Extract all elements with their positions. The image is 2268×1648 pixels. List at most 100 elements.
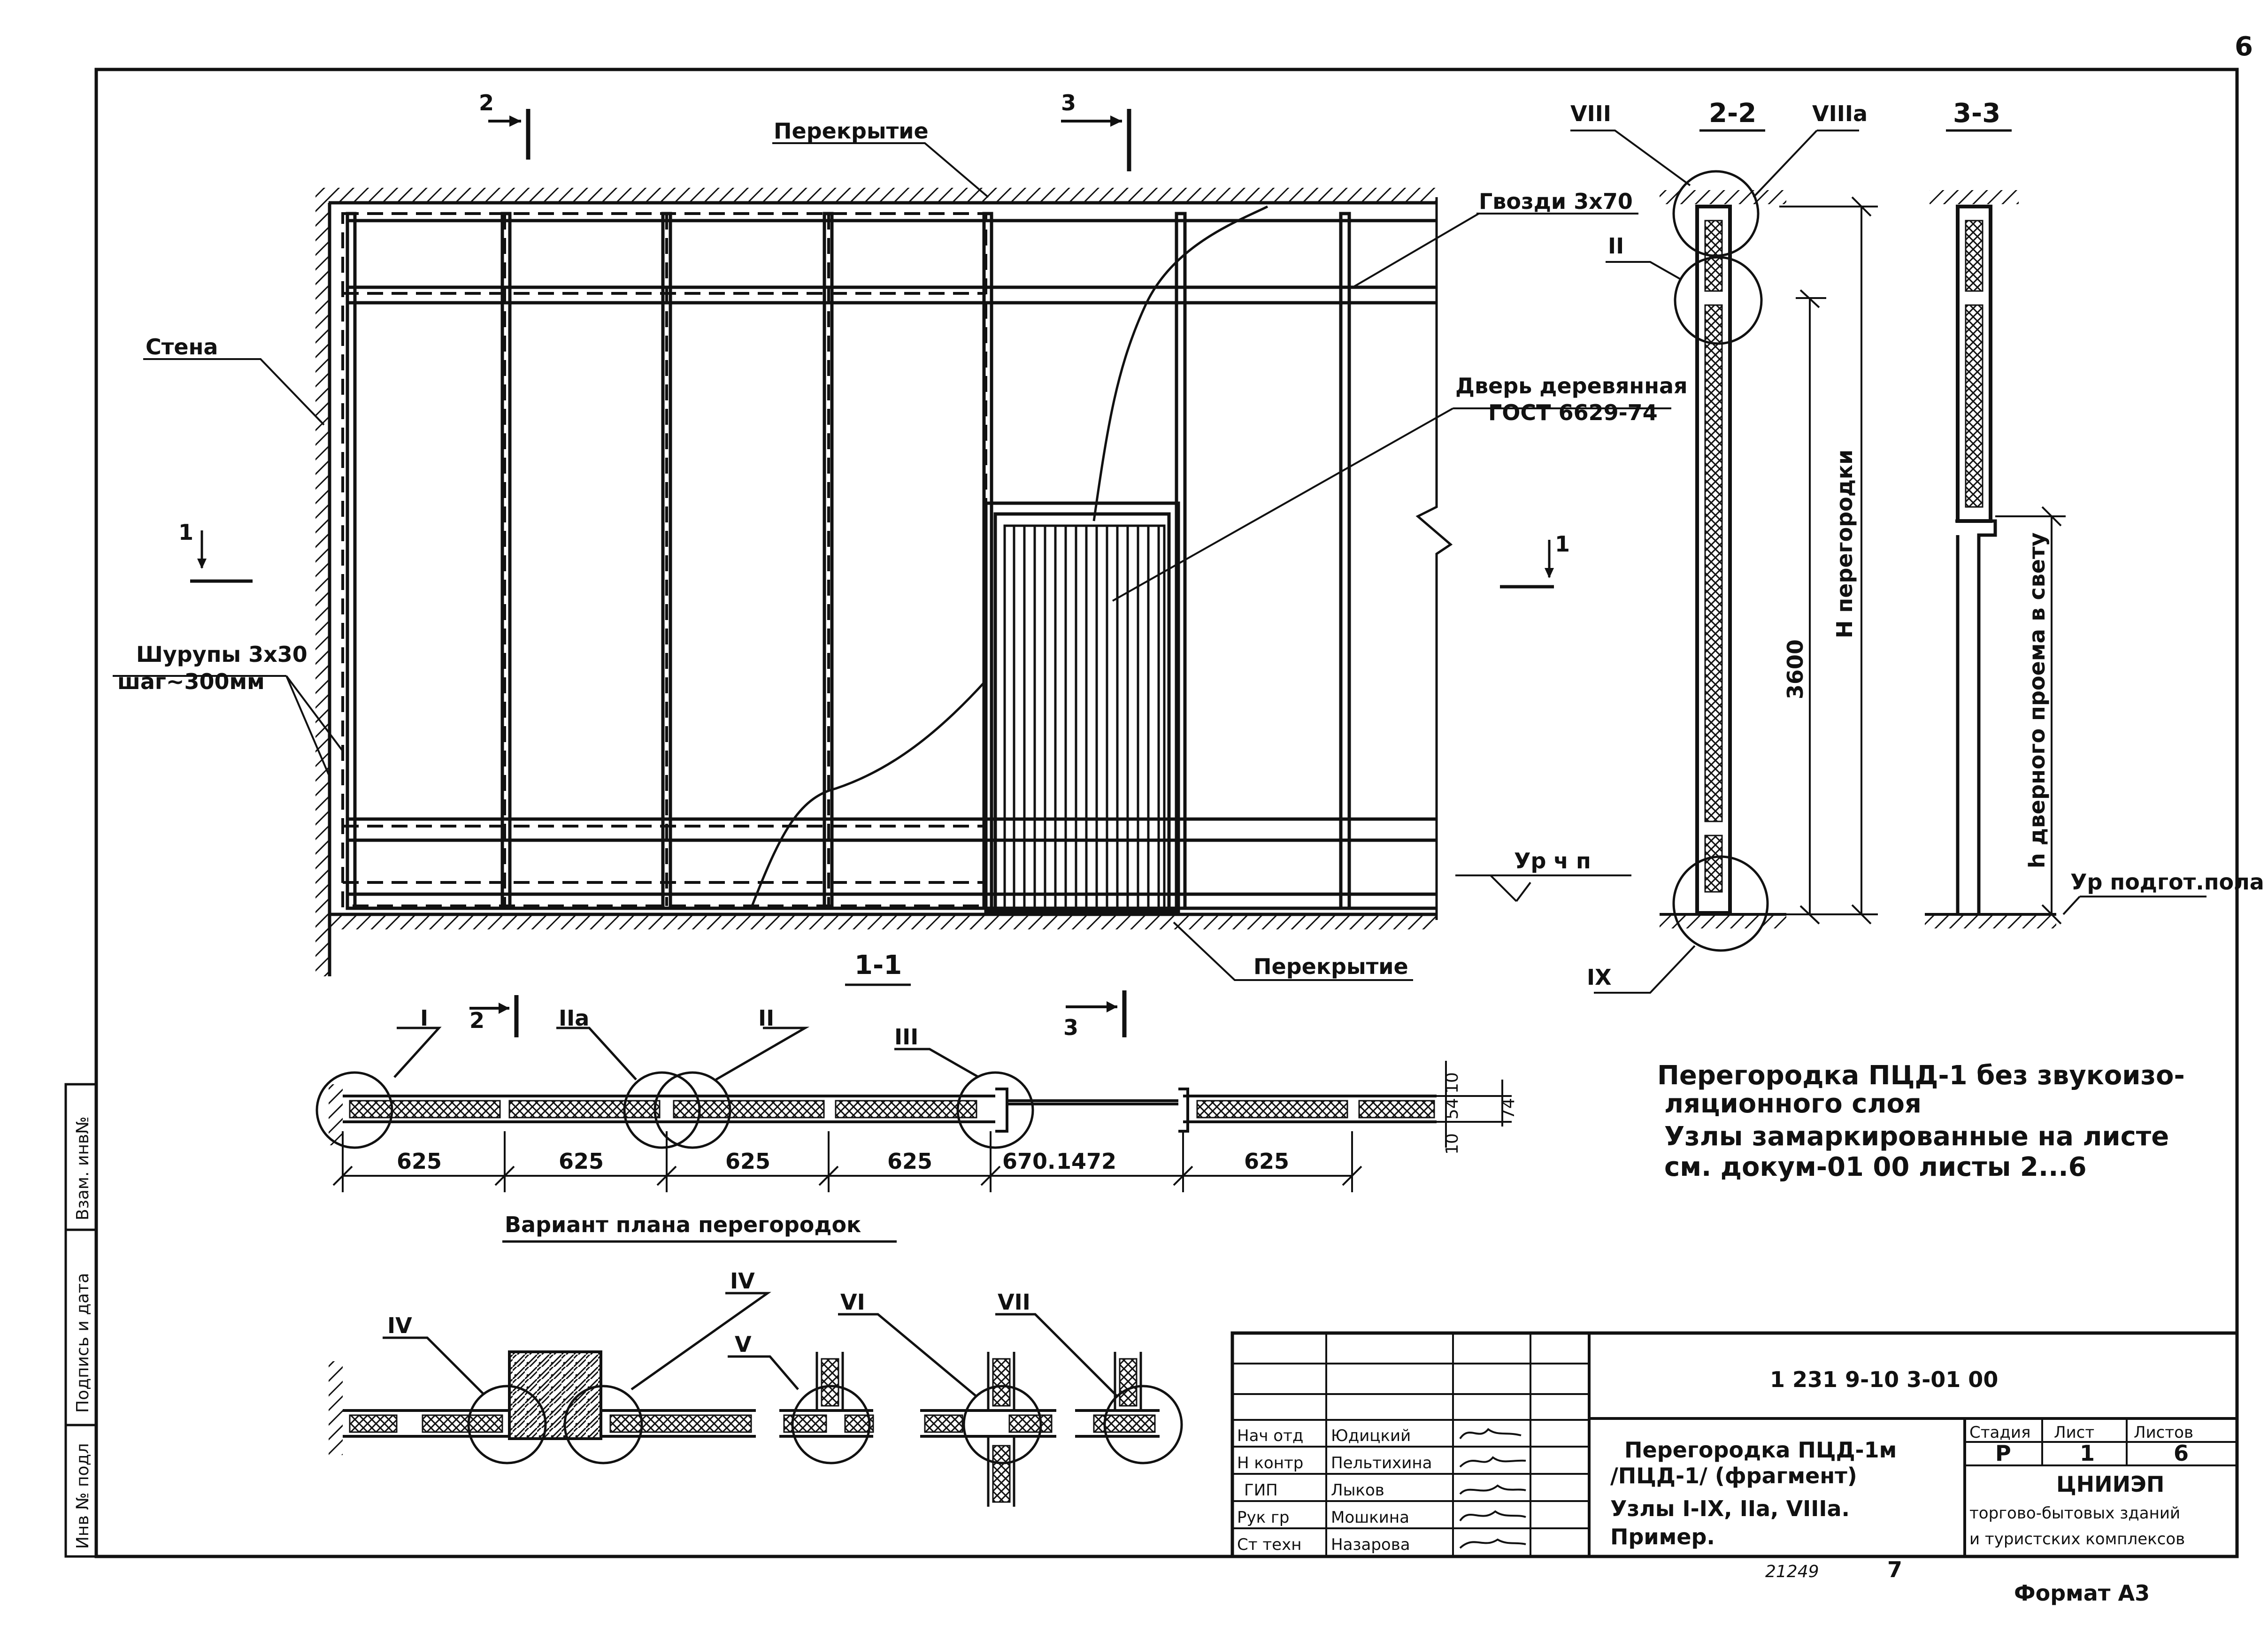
svg-text:3: 3 [1061,90,1076,115]
tb-org-2: торгово-бытовых зданий [1969,1504,2180,1523]
label-screws-1: Шурупы 3х30 [136,642,308,667]
left-wall-hatch [315,188,330,976]
format-label: Формат А3 [2014,1580,2150,1606]
label-nails: Гвозди 3х70 [1479,189,1633,214]
bottom-note-left: 21249 [1765,1562,1819,1581]
s22-dim-h: Н перегородки [1832,450,1857,638]
section-mark-1-left: 1 [178,520,253,583]
svg-text:1: 1 [1555,531,1570,557]
section-3-3: 3-3 h дверного проема в свету Ур подгот.… [1925,98,2264,928]
side-stamp-sign: Подпись и дата [73,1273,92,1413]
plan11-dim-1: 625 [397,1149,442,1174]
title-block [1230,1331,2239,1558]
plan11-dim-7: 625 [1244,1149,1289,1174]
tb-role-4: Рук гр [1237,1508,1289,1527]
door-leaf [1003,524,1166,910]
tb-role-1: Нач отд [1237,1426,1303,1445]
side-stamp-swap: Взам. инв№ [73,1116,92,1220]
label-wall: Стена [146,334,218,360]
label-slab-bottom: Перекрытие [1253,954,1408,979]
tb-title-2: /ПЦД-1/ (фрагмент) [1610,1463,1857,1488]
plan11-thk-3: 10 [1443,1133,1462,1155]
note-line-1: Перегородка ПЦД-1 без звукоизо- [1657,1060,2185,1091]
tb-name-5: Назарова [1331,1535,1410,1554]
tb-title-1: Перегородка ПЦД-1м [1624,1437,1897,1463]
variant-node-v: V [735,1332,752,1357]
s22-node-ii: II [1608,233,1624,259]
side-stamp [64,1083,98,1558]
s33-title: 3-3 [1953,98,2000,129]
label-door-1: Дверь деревянная [1455,373,1688,399]
note-block: Перегородка ПЦД-1 без звукоизо- ляционно… [1657,1060,2185,1182]
tb-title-3: Узлы I-IX, IIa, VIIIa. [1610,1496,1850,1521]
page-number: 6 [2235,31,2253,62]
plan11-node-iia: IIa [559,1005,589,1031]
section-mark-3-top: 3 [1061,90,1131,171]
plan11-title: 1-1 [854,950,902,981]
tb-name-3: Лыков [1331,1481,1384,1500]
tb-org-1: ЦНИИЭП [2056,1472,2164,1497]
tb-sheet: 1 [2080,1441,2095,1466]
section-2-2: 2-2 VIII VIIIa II IX 3600 [1570,98,1878,994]
svg-text:2: 2 [479,90,494,115]
plan11-thk-1: 10 [1443,1072,1462,1094]
plan11-dim-3: 625 [725,1149,770,1174]
tb-role-3: ГИП [1244,1481,1278,1500]
tb-doc-code: 1 231 9-10 3-01 00 [1770,1367,1998,1392]
note-line-4: см. докум-01 00 листы 2...6 [1664,1152,2087,1182]
plan-1-1: 1-1 [315,950,1518,1192]
variant-node-iv-1: IV [387,1313,412,1338]
variant-title: Вариант плана перегородок [505,1212,861,1237]
tb-stage: Р [1995,1441,2011,1466]
section-mark-3-bottom: 3 [1063,990,1127,1040]
svg-text:3: 3 [1063,1015,1078,1040]
floor-level-mark: Ур ч п [1490,848,1591,902]
s22-node-viiia: VIIIa [1812,101,1868,126]
section-mark-1-right: 1 [1500,531,1570,589]
variant-node-vii: VII [998,1289,1030,1315]
s22-dim-3600: 3600 [1783,639,1808,699]
plan11-dim-4: 625 [887,1149,932,1174]
label-slab-top: Перекрытие [774,118,929,144]
section-mark-2-bottom: 2 [469,995,519,1037]
bottom-note-right: 7 [1887,1557,1902,1582]
note-line-3: Узлы замаркированные на листе [1664,1121,2169,1152]
svg-text:Ур ч п: Ур ч п [1514,848,1591,874]
plan11-node-i: I [420,1005,428,1031]
note-line-2: ляционного слоя [1664,1088,1922,1119]
tb-name-1: Юдицкий [1331,1426,1411,1445]
plan11-node-ii: II [758,1005,774,1031]
tb-sheets-h: Листов [2134,1423,2193,1442]
plan11-thk-4: 74 [1499,1098,1518,1119]
tb-name-2: Пельтихина [1331,1454,1432,1472]
top-slab-hatch [329,188,1437,203]
plan11-dim-2: 625 [559,1149,604,1174]
s22-node-ix: IX [1587,965,1612,990]
side-stamp-inv: Инв № подл [73,1443,92,1549]
tb-role-5: Ст техн [1237,1535,1301,1554]
tb-role-2: Н контр [1237,1454,1303,1472]
s22-title: 2-2 [1709,98,1756,129]
tb-name-4: Мошкина [1331,1508,1409,1527]
svg-text:2: 2 [469,1008,484,1033]
plan11-thk-2: 54 [1443,1098,1462,1119]
tb-org-3: и туристских комплексов [1969,1530,2185,1548]
variant-node-vi: VI [840,1289,865,1315]
break-line [1415,197,1453,920]
s22-node-viii: VIII [1570,101,1611,126]
tear-line [750,205,1269,909]
bottom-slab-hatch [329,914,1437,929]
tb-sheets: 6 [2174,1441,2189,1466]
svg-text:1: 1 [178,520,193,545]
elevation-view [315,188,1453,976]
variant-plan: Вариант плана перегородок [329,1212,1183,1507]
variant-node-iv-2: IV [730,1268,755,1294]
s33-dim-h: h дверного проема в свету [2024,532,2050,868]
label-screws-2: шаг~300мм [117,669,265,694]
plan11-node-iii: III [894,1024,918,1050]
s33-floor: Ур подгот.пола [2070,869,2264,895]
elevation-leaders [113,142,1671,981]
tb-signatures [1459,1428,1526,1549]
tb-stage-h: Стадия [1969,1423,2030,1442]
